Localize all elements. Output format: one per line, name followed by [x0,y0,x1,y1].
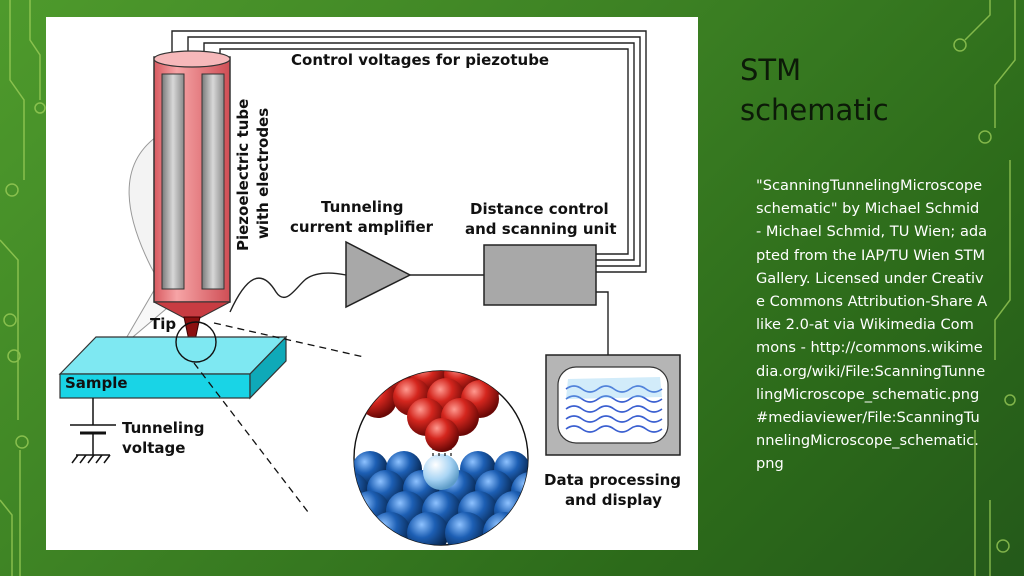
distance-label-line2: and scanning unit [465,220,617,238]
title-line2: schematic [740,93,889,127]
display-label-line1: Data processing [544,471,681,489]
slide-title: STM schematic [740,50,1000,130]
electrode-right [201,73,225,290]
control-voltages-label: Control voltages for piezotube [291,51,549,69]
voltage-label-line2: voltage [122,439,185,457]
piezo-label-line1: Piezoelectric tube [234,99,252,251]
sample-label: Sample [65,374,128,392]
stm-figure: Control voltages for piezotube Piezoelec… [46,17,698,550]
electrode-left [161,73,185,290]
scan-lines [565,385,663,433]
amplifier-label-line1: Tunneling [321,198,404,216]
distance-control-box [483,244,597,306]
tunneling-current-wire [229,272,347,313]
title-line1: STM [740,53,802,87]
magnifier-ring [175,321,217,363]
voltage-label-line1: Tunneling [122,419,205,437]
tip-label: Tip [150,315,176,333]
stm-schematic: Control voltages for piezotube Piezoelec… [58,30,681,546]
attribution-text: "ScanningTunnelingMicroscope schematic" … [756,177,988,473]
display-label-line2: and display [565,491,662,509]
stm-tip [183,316,201,356]
battery-symbol [70,398,116,464]
amplifier-label-line2: current amplifier [290,218,434,236]
amplifier-triangle [345,240,412,309]
piezo-label-line2: with electrodes [254,108,272,239]
distance-label-line1: Distance control [470,200,609,218]
